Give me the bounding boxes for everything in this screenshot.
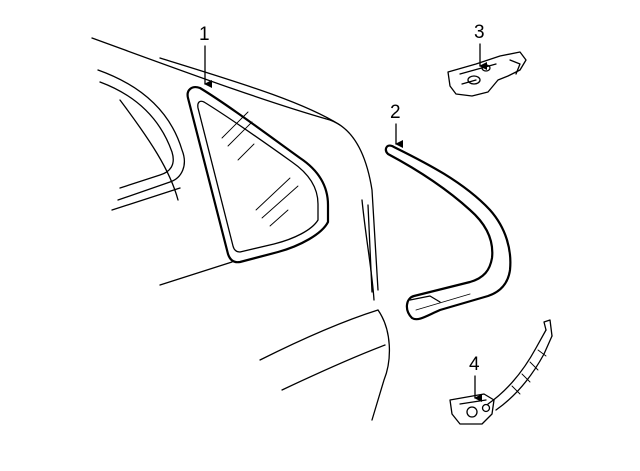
quarter-window-glass xyxy=(186,86,330,264)
window-molding xyxy=(384,144,512,321)
callout-label-1: 1 xyxy=(199,24,210,45)
lower-bracket-hinge xyxy=(449,319,553,425)
callout-3: 3 xyxy=(474,22,487,70)
callout-label-4: 4 xyxy=(469,354,480,375)
upper-bracket xyxy=(447,51,527,97)
callout-4: 4 xyxy=(469,354,482,402)
callout-label-3: 3 xyxy=(474,22,485,43)
callout-label-2: 2 xyxy=(390,102,401,123)
callout-2: 2 xyxy=(390,102,403,148)
vehicle-body xyxy=(91,37,391,421)
callout-1: 1 xyxy=(199,24,212,88)
